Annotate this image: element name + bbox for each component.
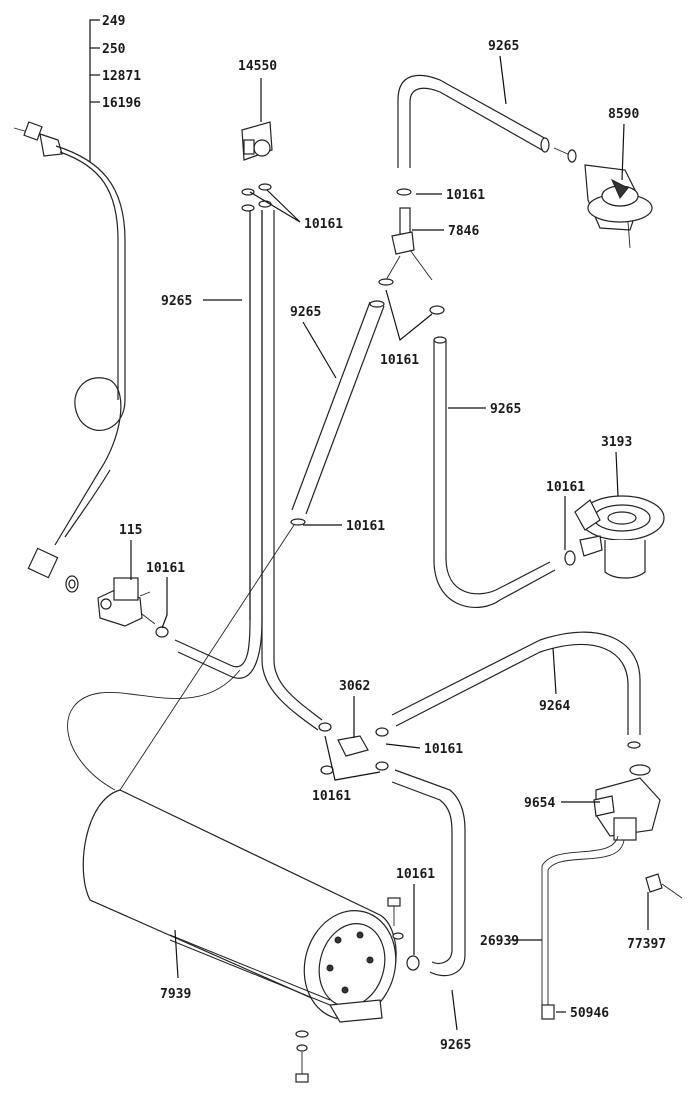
label-10161-c: 10161 [346,519,385,534]
component-3193 [574,495,665,579]
label-14550: 14550 [238,59,277,74]
label-10161-a-left: 10161 [304,217,343,232]
pump-9654 [593,764,683,899]
label-10161-g: 10161 [424,742,463,757]
inlet-hose [13,121,126,593]
component-8590 [584,164,653,249]
label-115: 115 [119,523,142,538]
label-9265-top: 9265 [488,39,519,54]
tube-9264 [391,631,641,749]
label-9265-left: 9265 [161,294,192,309]
label-7846: 7846 [448,224,479,239]
leader-hose [89,19,100,162]
top-tube [396,74,577,196]
diagonal-tube [119,300,385,791]
label-9265-bottom: 9265 [440,1038,471,1053]
tube-26939 [541,835,625,1020]
label-8590: 8590 [608,107,639,122]
solenoid-valve [97,577,169,638]
label-9654: 9654 [524,796,555,811]
label-10161-h: 10161 [312,789,351,804]
label-12871: 12871 [102,69,141,84]
label-9265-right: 9265 [490,402,521,417]
label-9264: 9264 [539,699,570,714]
coupler-3062 [318,722,389,775]
label-26939: 26939 [480,934,519,949]
label-7939: 7939 [160,987,191,1002]
label-10161-b: 10161 [380,353,419,368]
label-10161-a: 10161 [446,188,485,203]
label-3193: 3193 [601,435,632,450]
label-10161-f: 10161 [146,561,185,576]
label-77397: 77397 [627,937,666,952]
tube-9265-bottom [391,769,466,977]
label-249: 249 [102,14,125,29]
label-250: 250 [102,42,126,57]
right-tube [433,336,576,609]
label-10161-d: 10161 [546,480,585,495]
label-3062: 3062 [339,679,370,694]
label-9265-mid: 9265 [290,305,321,320]
boiler-7939 [67,669,397,1023]
label-16196: 16196 [102,96,141,111]
bracket-14550 [241,121,273,212]
label-50946: 50946 [570,1006,609,1021]
screws [295,897,404,1083]
t-fitting-7846 [385,207,433,281]
label-10161-i: 10161 [396,867,435,882]
